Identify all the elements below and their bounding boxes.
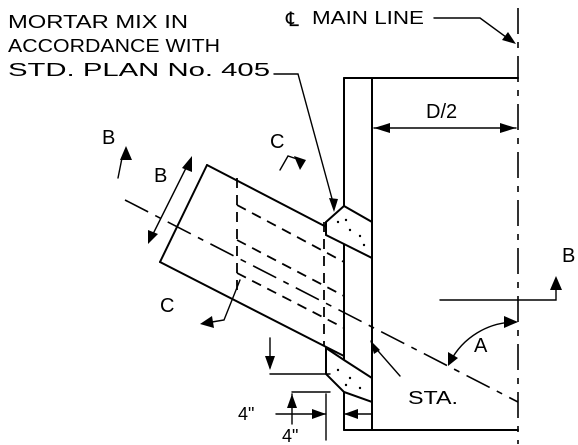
centerline-leader: [433, 17, 511, 41]
dim-4in-a-label: 4": [238, 404, 254, 424]
section-c-marker-top: [279, 155, 306, 171]
dimension-4in-vertical: [265, 337, 331, 425]
centerline-symbol: ℄: [285, 9, 299, 31]
section-b-left-label: B: [102, 127, 115, 149]
dimension-4in-horizontal: [275, 393, 373, 441]
half-diameter-label: D/2: [426, 101, 457, 123]
station-leader: [370, 340, 401, 377]
dim-4in-b-label: 4": [282, 426, 298, 445]
mortar-note-line3: STD. PLAN No. 405: [8, 60, 270, 80]
mortar-collar-bottom: [325, 346, 373, 404]
section-b-marker-right: [439, 276, 562, 301]
section-c-bottom-label: C: [160, 295, 174, 317]
section-c-marker-bottom: [200, 279, 241, 328]
mortar-leader: [273, 73, 335, 207]
dimension-b: [148, 156, 192, 244]
mortar-collar-top: [325, 204, 373, 260]
centerline-label: MAIN LINE: [312, 8, 424, 28]
station-label: STA.: [408, 388, 458, 408]
section-b-marker-left: [117, 146, 132, 179]
angle-a-arc: [448, 316, 518, 366]
angle-a-label: A: [474, 335, 488, 357]
lateral-pipe: [124, 164, 519, 403]
mortar-note-line2: ACCORDANCE WITH: [8, 36, 220, 56]
section-b-right-label: B: [562, 245, 575, 267]
mortar-note-line1: MORTAR MIX IN: [8, 12, 188, 32]
section-c-top-label: C: [270, 131, 284, 153]
dimension-b-label: B: [154, 165, 167, 187]
dimension-half-diameter: [373, 123, 517, 133]
